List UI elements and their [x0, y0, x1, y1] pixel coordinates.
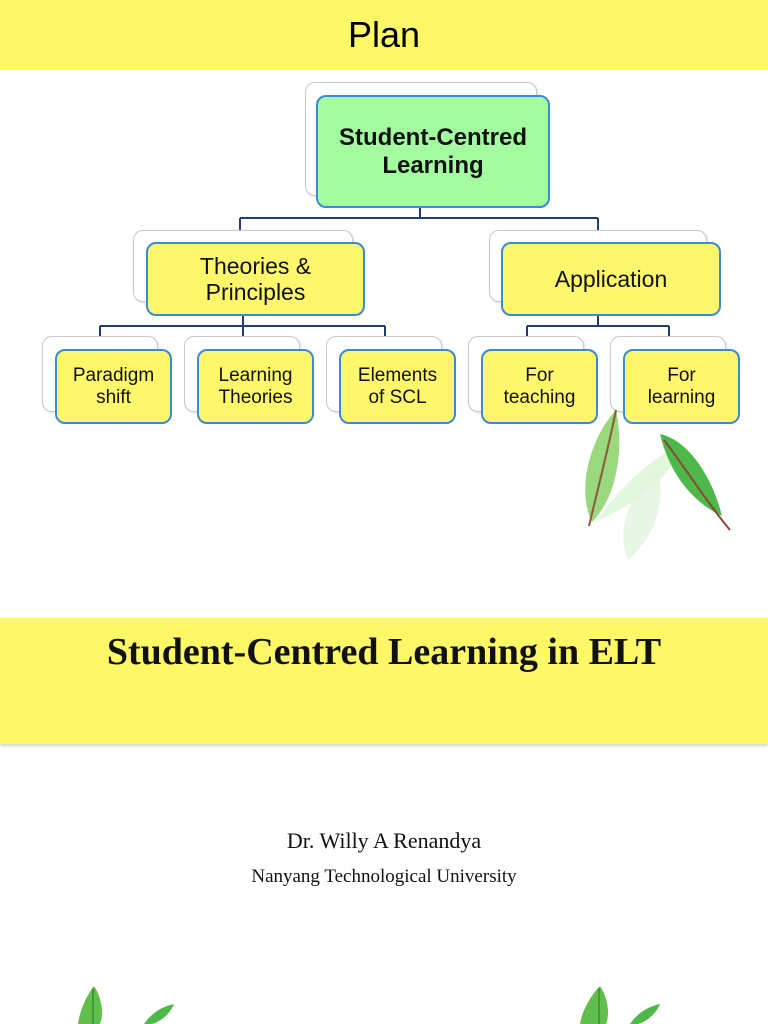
- node-paradigm-shift: Paradigm shift: [55, 349, 172, 424]
- slide-plan: Plan Student-Centred Learning Theories &…: [0, 0, 768, 560]
- node-theories-principles: Theories & Principles: [146, 242, 365, 316]
- leaf-icon-right: [580, 986, 660, 1024]
- slide-title: Plan: [347, 14, 421, 55]
- author-affiliation: Nanyang Technological University: [251, 866, 517, 887]
- deck-title: Student-Centred Learning in ELT: [106, 631, 662, 673]
- author-name: Dr. Willy A Renandya: [286, 828, 482, 853]
- slide-title-page: Student-Centred Learning in ELT Dr. Will…: [0, 590, 768, 1024]
- node-elements-of-scl: Elements of SCL: [339, 349, 456, 424]
- leaf-icon-left: [78, 986, 174, 1024]
- leaf-cluster-icon: [585, 409, 731, 560]
- node-for-teaching: For teaching: [481, 349, 598, 424]
- node-learning-theories: Learning Theories: [197, 349, 314, 424]
- title-band: [0, 618, 768, 744]
- node-for-learning: For learning: [623, 349, 740, 424]
- node-application: Application: [501, 242, 721, 316]
- title-band: [0, 0, 768, 70]
- node-student-centred-learning: Student-Centred Learning: [316, 95, 550, 208]
